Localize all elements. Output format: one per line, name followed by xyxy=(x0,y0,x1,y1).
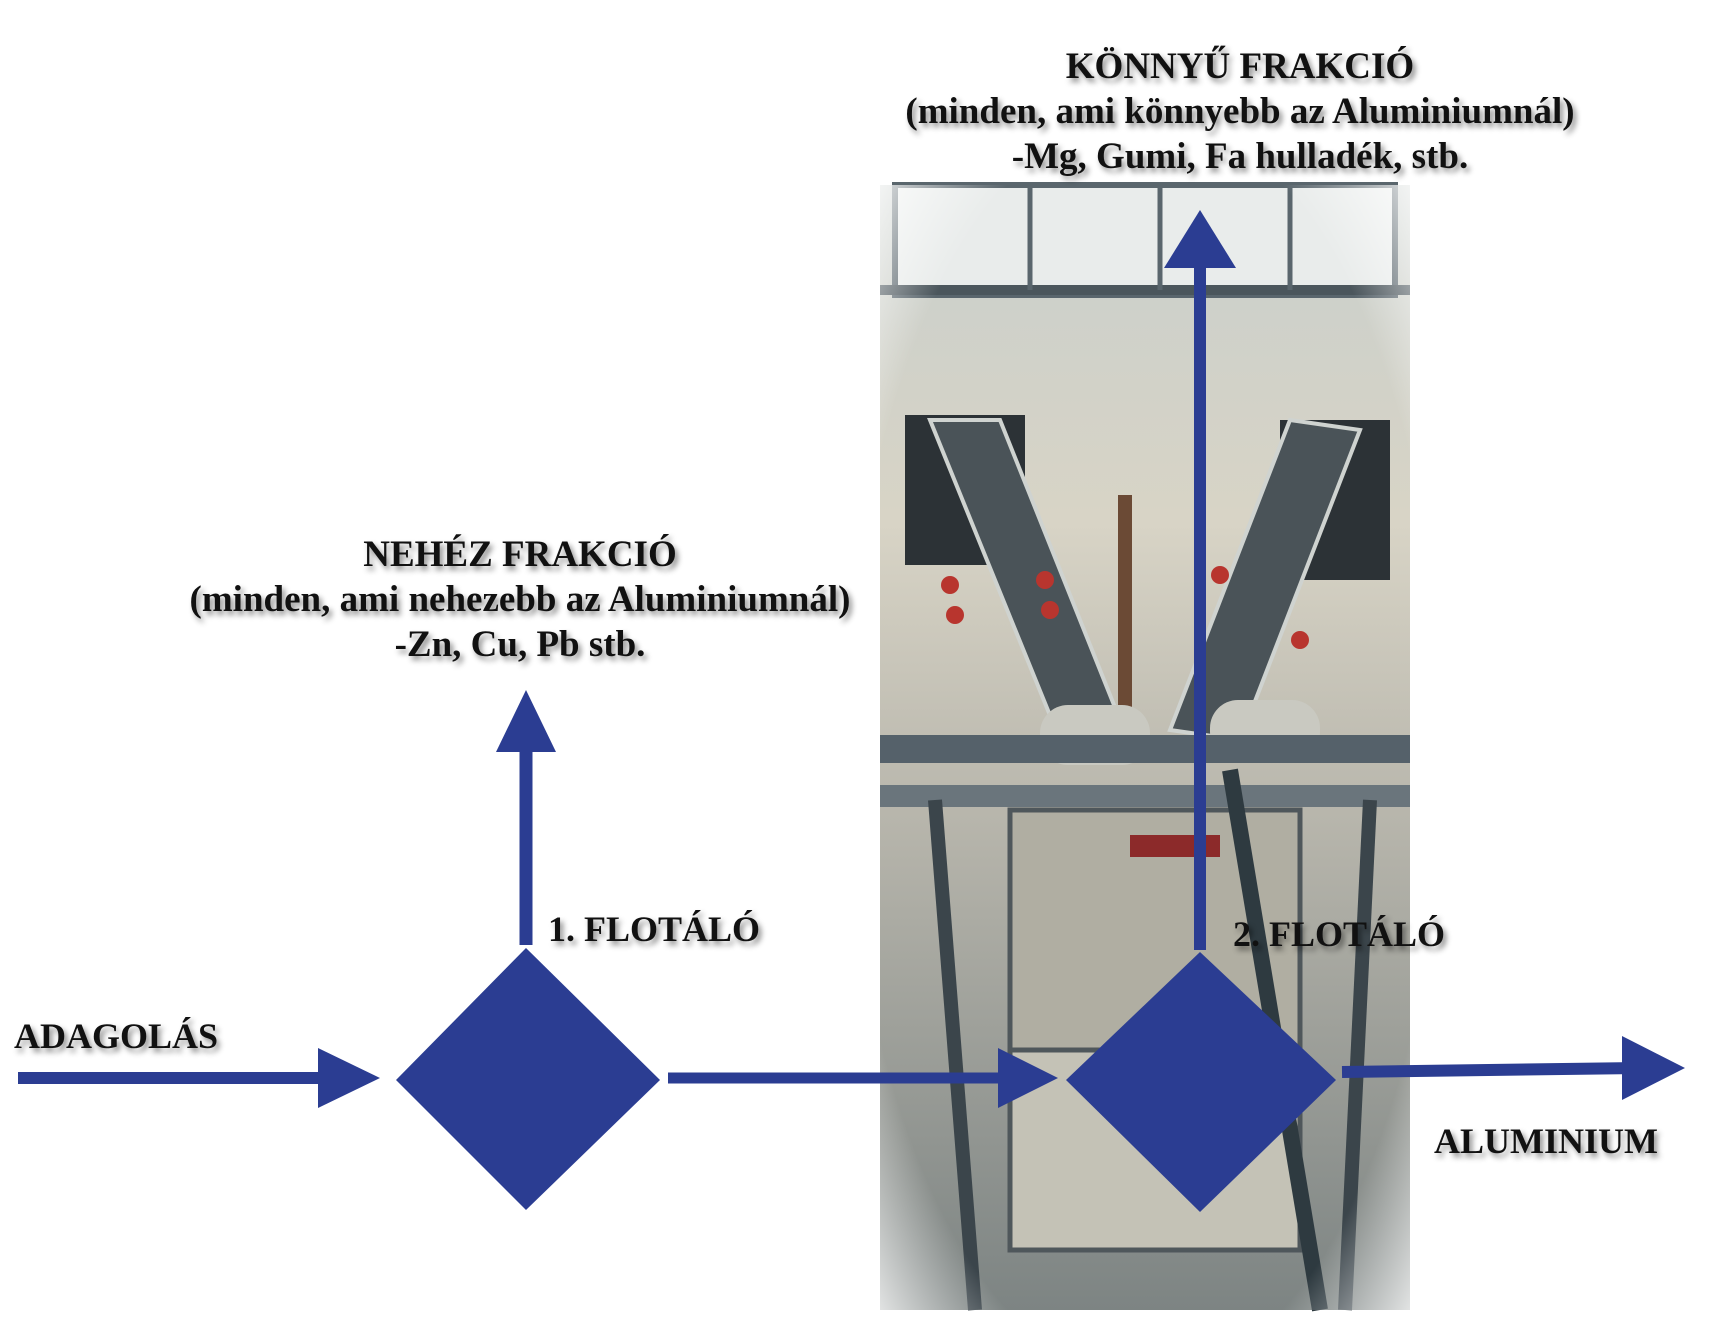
output-arrowhead xyxy=(1622,1036,1685,1100)
heavy-arrowhead xyxy=(496,690,556,752)
feed-arrowhead xyxy=(318,1048,380,1108)
flow-arrows xyxy=(18,210,1685,1108)
flotator-1-diamond xyxy=(396,948,660,1210)
heavy-fraction-label: NEHÉZ FRAKCIÓ (minden, ami nehezebb az A… xyxy=(130,532,910,667)
light-fraction-title: KÖNNYŰ FRAKCIÓ xyxy=(1065,46,1415,87)
feed-label: ADAGOLÁS xyxy=(14,1016,219,1056)
heavy-fraction-description: (minden, ami nehezebb az Aluminiumnál) xyxy=(189,579,851,621)
light-arrowhead xyxy=(1164,210,1236,268)
light-fraction-examples: -Mg, Gumi, Fa hulladék, stb. xyxy=(1011,136,1469,178)
heavy-fraction-title: NEHÉZ FRAKCIÓ xyxy=(363,534,677,575)
flotator-2-label: 2. FLOTÁLÓ xyxy=(1233,914,1446,954)
heavy-fraction-examples: -Zn, Cu, Pb stb. xyxy=(394,624,646,666)
transfer-arrowhead xyxy=(998,1048,1058,1108)
flotator-2-diamond xyxy=(1066,952,1336,1212)
flotator-1-label: 1. FLOTÁLÓ xyxy=(548,909,761,949)
light-fraction-description: (minden, ami könnyebb az Aluminiumnál) xyxy=(905,91,1575,133)
aluminium-output-label: ALUMINIUM xyxy=(1434,1121,1658,1161)
output-arrow-line xyxy=(1341,1062,1641,1078)
light-fraction-label: KÖNNYŰ FRAKCIÓ (minden, ami könnyebb az … xyxy=(770,44,1710,179)
